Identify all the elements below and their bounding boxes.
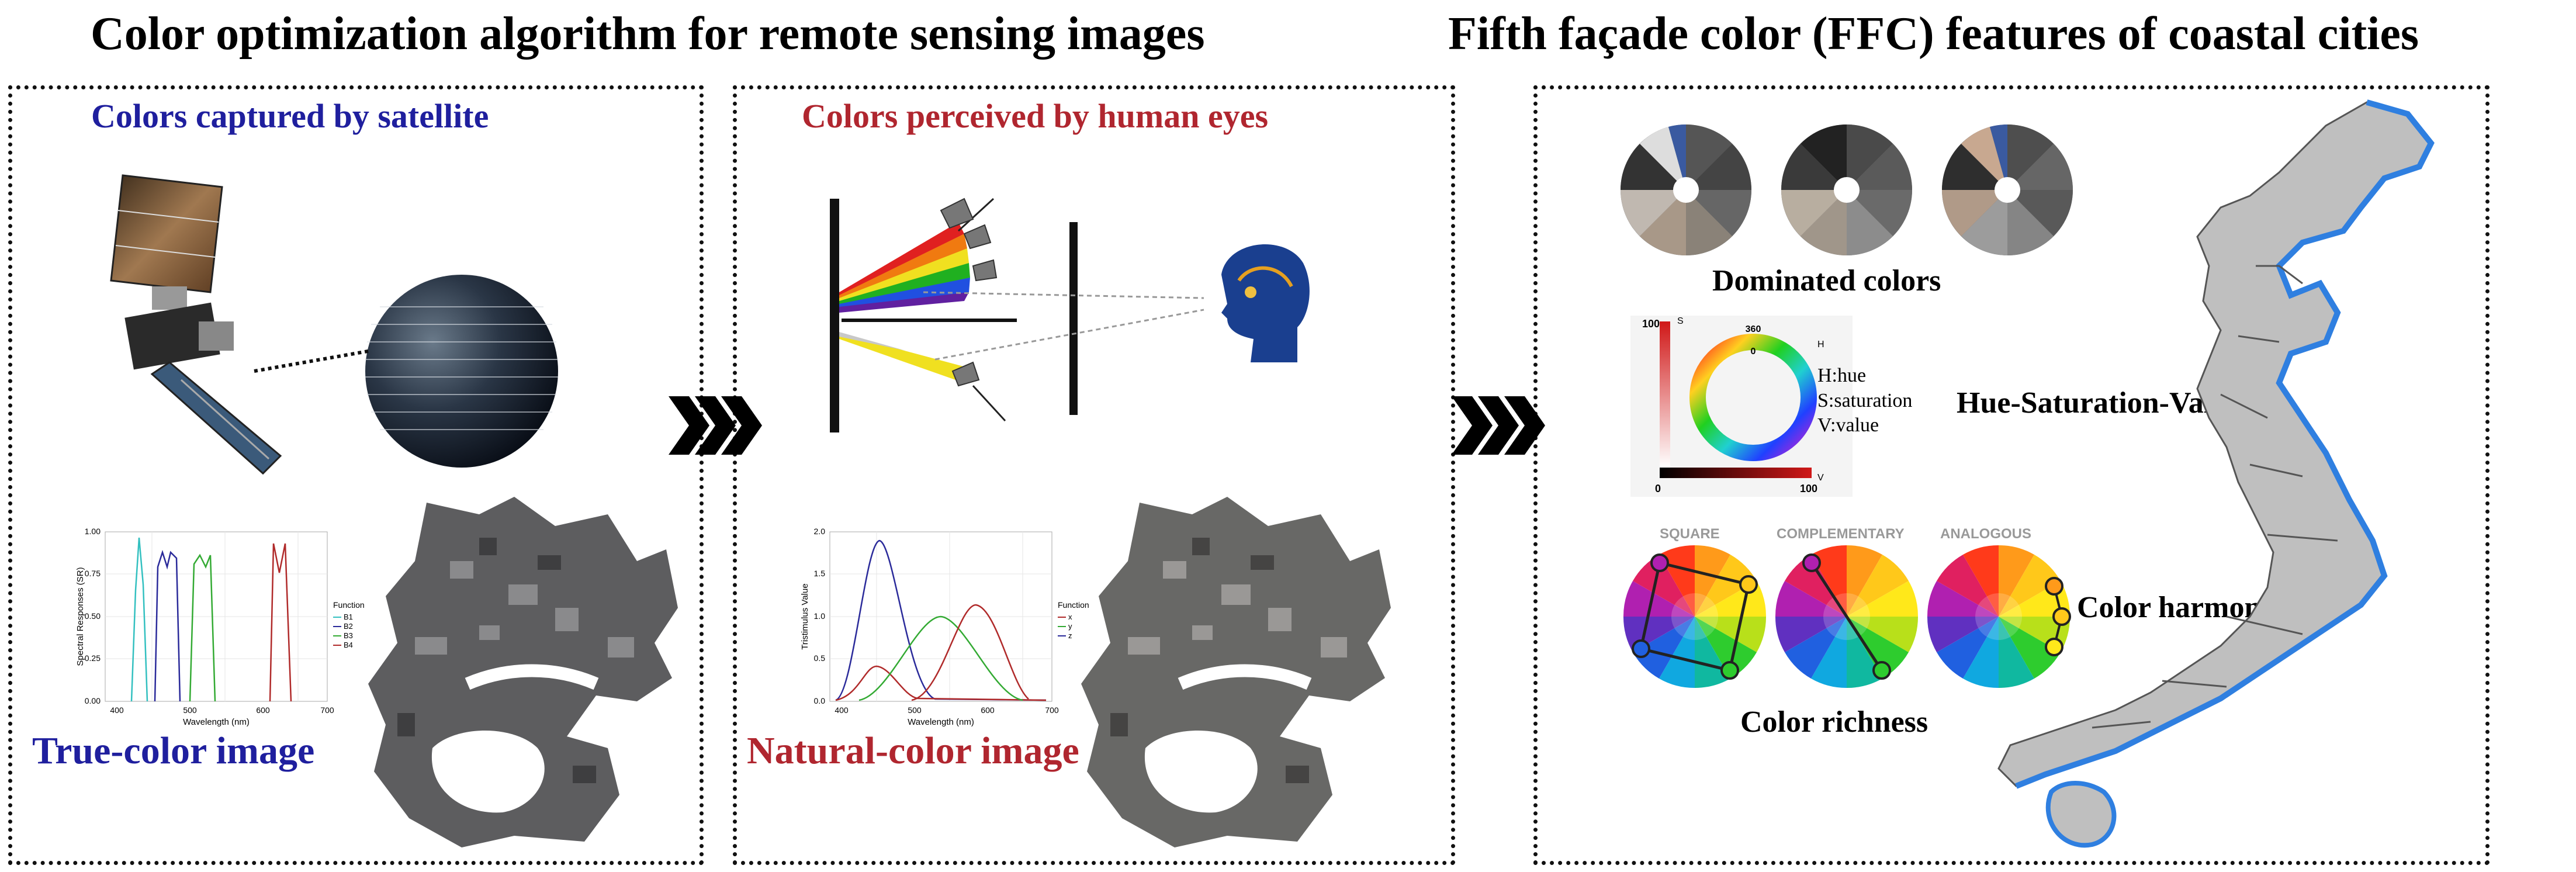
hsv-axis-h: H <box>1817 340 1824 350</box>
c1-xlabel: Wavelength (nm) <box>183 717 250 727</box>
satellite-illustration <box>110 174 282 475</box>
c2-legend-item: x <box>1068 613 1072 621</box>
c1-legend-item: B2 <box>344 622 353 631</box>
c1-ytick: 1.00 <box>85 527 101 536</box>
panel-human-eye <box>733 85 1455 865</box>
c1-ytick: 0.00 <box>85 696 101 705</box>
chevron-arrows-icon-2 <box>1452 396 1545 455</box>
panel-satellite <box>8 85 704 865</box>
c1-xtick: 400 <box>110 705 124 715</box>
hsv-origin: 0 <box>1655 483 1661 494</box>
left-heading: Color optimization algorithm for remote … <box>91 8 1205 60</box>
c1-ylabel: Spectral Responses (SR) <box>75 567 85 666</box>
c1-ytick: 0.50 <box>85 611 101 621</box>
c2-ytick: 1.0 <box>814 611 826 621</box>
natural-color-label: Natural-color image <box>747 729 1079 772</box>
c1-legend-item: B1 <box>344 613 353 621</box>
dominated-colors-label: Dominated colors <box>1712 264 1941 297</box>
true-color-label: True-color image <box>32 729 315 772</box>
hsv-legend-v: V:value <box>1817 414 1879 436</box>
c1-xtick: 700 <box>320 705 334 715</box>
c2-ytick: 2.0 <box>814 527 826 536</box>
wheel-label-complementary: COMPLEMENTARY <box>1777 526 1905 542</box>
c2-ytick: 1.5 <box>814 569 826 578</box>
scan-dots-line <box>254 349 372 373</box>
c1-xtick: 600 <box>256 705 270 715</box>
tristimulus-chart: 0.0 0.5 1.0 1.5 2.0 400 500 600 700 Wave… <box>800 527 1089 727</box>
c2-legend-title: Function <box>1058 600 1089 610</box>
spectral-response-chart: 0.00 0.25 0.50 0.75 1.00 400 500 600 700… <box>75 527 365 727</box>
c2-xtick: 400 <box>835 705 849 715</box>
hsv-smax: 100 <box>1642 318 1660 330</box>
c2-xtick: 600 <box>981 705 995 715</box>
c2-legend-item: z <box>1068 631 1072 640</box>
color-richness-label: Color richness <box>1740 705 1928 739</box>
hsv-diagram: S V 100 100 0 360 0 H <box>1630 316 1853 497</box>
c1-legend-title: Function <box>333 600 365 610</box>
hsv-axis-v: V <box>1817 473 1824 483</box>
hsv-hue-zero: 0 <box>1751 347 1756 357</box>
c1-ytick: 0.75 <box>85 569 101 578</box>
c2-ylabel: Tristimulus Value <box>800 583 810 649</box>
hsv-label: Hue-Saturation-Value <box>1957 386 2243 420</box>
c1-xtick: 500 <box>183 705 197 715</box>
color-wheels <box>1623 545 2071 688</box>
natural-color-city-image <box>1081 497 1391 847</box>
panel-ffc <box>1533 85 2490 865</box>
light-dispersion-illustration <box>830 198 1310 432</box>
coastal-cities-map <box>1997 99 2435 848</box>
dominated-color-pies <box>1621 124 2073 255</box>
wheel-label-square: SQUARE <box>1660 526 1720 542</box>
hsv-hue-top: 360 <box>1746 324 1761 334</box>
satellite-title: Colors captured by satellite <box>91 97 489 135</box>
human-eye-title: Colors perceived by human eyes <box>802 97 1269 135</box>
earth-image <box>365 275 558 468</box>
hsv-legend-s: S:saturation <box>1817 389 1913 411</box>
c2-xtick: 500 <box>908 705 922 715</box>
color-harmony-label: Color harmony <box>2077 591 2277 624</box>
wheel-label-analogous: ANALOGOUS <box>1940 526 2031 542</box>
c1-legend-item: B4 <box>344 641 353 649</box>
c1-legend-item: B3 <box>344 631 353 640</box>
c2-legend-item: y <box>1068 622 1072 631</box>
c2-ytick: 0.5 <box>814 653 826 663</box>
hsv-vmax: 100 <box>1800 483 1817 494</box>
hsv-axis-s: S <box>1677 316 1684 326</box>
c1-ytick: 0.25 <box>85 653 101 663</box>
right-heading: Fifth façade color (FFC) features of coa… <box>1448 8 2419 60</box>
c2-xtick: 700 <box>1045 705 1059 715</box>
chevron-arrows-icon <box>669 396 762 455</box>
hsv-legend-h: H:hue <box>1817 365 1867 386</box>
hsv-legend: H:hue S:saturation V:value <box>1817 364 1912 438</box>
c2-xlabel: Wavelength (nm) <box>908 717 974 727</box>
true-color-city-image <box>368 497 678 847</box>
c2-ytick: 0.0 <box>814 696 826 705</box>
